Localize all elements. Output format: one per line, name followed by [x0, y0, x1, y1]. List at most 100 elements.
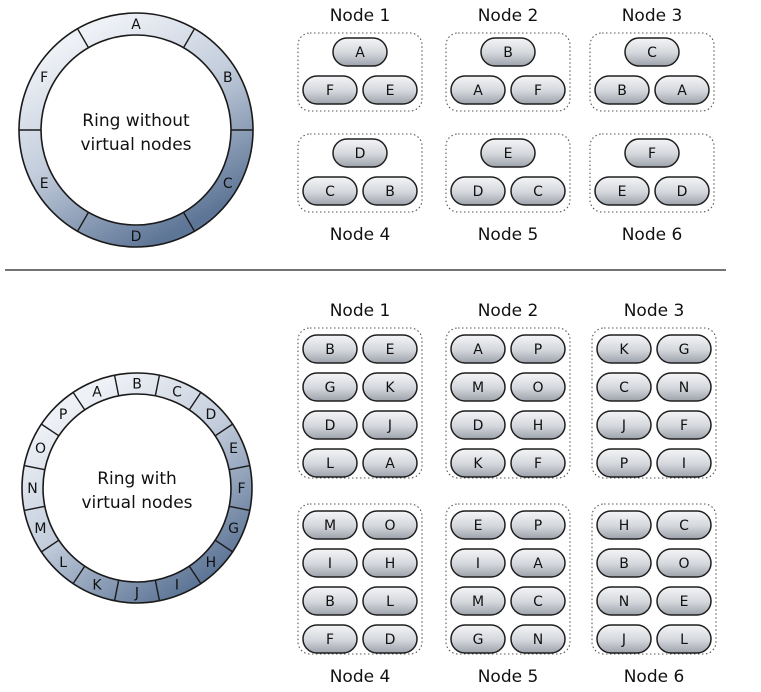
vnode-token-shape: [510, 548, 566, 578]
ring-segment-label: A: [92, 384, 102, 400]
vnode-token-label: L: [386, 594, 394, 610]
vnode-token-label: E: [680, 594, 689, 610]
vnode-token: D: [450, 176, 506, 206]
vnode-token-shape: [594, 75, 650, 105]
ring-segment-label: L: [59, 555, 67, 571]
vnode-token-shape: [302, 410, 358, 440]
vnode-token-label: B: [325, 342, 335, 358]
ring-boundary: [24, 505, 45, 512]
vnode-token: I: [450, 548, 506, 578]
node-3: CB A Node 3: [589, 6, 715, 112]
vnode-token-label: I: [682, 456, 686, 472]
vnode-token: H: [362, 548, 418, 578]
vnode-token: P: [510, 334, 566, 364]
vnode-token-label: C: [679, 518, 689, 534]
vnode-token-shape: [362, 586, 418, 616]
vnode-token-label: L: [680, 632, 688, 648]
vnode-token-shape: [450, 176, 506, 206]
vnode-token-label: K: [473, 456, 483, 472]
vnode-token: F: [302, 75, 358, 105]
vnode-token: C: [624, 37, 680, 67]
vnode-token-label: E: [618, 184, 627, 200]
vnode-token-label: M: [472, 380, 484, 396]
ring-segment-label: G: [228, 521, 239, 537]
vnode-token-shape: [654, 75, 710, 105]
vnode-token-label: K: [385, 380, 395, 396]
vnode-token-label: A: [677, 83, 687, 99]
vnode-token-shape: [594, 176, 650, 206]
vnode-token-shape: [656, 510, 712, 540]
vnode-token-shape: [510, 448, 566, 478]
vnode-token: C: [302, 176, 358, 206]
ring-segment-label: H: [206, 555, 217, 571]
node-title: Node 3: [622, 6, 683, 26]
vnode-token-label: C: [325, 184, 335, 200]
vnode-token: N: [510, 624, 566, 654]
vnode-token: O: [656, 548, 712, 578]
vnode-token-shape: [510, 75, 566, 105]
vnode-token-shape: [596, 372, 652, 402]
vnode-token-shape: [656, 586, 712, 616]
vnode-token-shape: [480, 37, 536, 67]
ring-boundary: [154, 580, 161, 601]
vnode-token-label: F: [534, 83, 542, 99]
vnode-token: C: [596, 372, 652, 402]
vnode-token-label: B: [617, 83, 627, 99]
vnode-token: E: [362, 75, 418, 105]
vnode-token-label: B: [385, 184, 395, 200]
vnode-token: B: [362, 176, 418, 206]
vnode-token-label: M: [324, 518, 336, 534]
vnode-token: K: [362, 372, 418, 402]
vnode-token: A: [362, 448, 418, 478]
node-title: Node 2: [478, 6, 539, 26]
node-title: Node 4: [330, 225, 391, 245]
vnode-token-shape: [596, 548, 652, 578]
vnode-token: F: [510, 448, 566, 478]
node-box: [591, 503, 717, 655]
vnode-token: G: [656, 334, 712, 364]
vnode-token-shape: [450, 410, 506, 440]
vnode-token-shape: [302, 510, 358, 540]
ring-segment-label: F: [237, 481, 245, 497]
vnode-token-label: I: [328, 556, 332, 572]
ring-segment-label: B: [223, 70, 233, 86]
vnode-token-label: A: [533, 556, 543, 572]
vnode-token-label: F: [534, 456, 542, 472]
vnode-token: D: [450, 410, 506, 440]
vnode-token: P: [510, 510, 566, 540]
vnode-token-shape: [596, 410, 652, 440]
ring-boundary: [40, 423, 60, 437]
vnode-token-label: E: [504, 146, 513, 162]
vnode-token-shape: [510, 372, 566, 402]
node-title: Node 2: [478, 301, 539, 321]
vnode-token-label: N: [619, 594, 629, 610]
vnode-token-label: A: [473, 83, 483, 99]
ring-label-line1: Ring with: [97, 469, 177, 489]
ring-segment-label: D: [131, 229, 142, 245]
ring-band: [22, 373, 252, 603]
vnode-token: F: [302, 624, 358, 654]
vnode-token-shape: [362, 372, 418, 402]
vnode-token-shape: [656, 548, 712, 578]
vnode-token: D: [654, 176, 710, 206]
vnode-token-label: A: [385, 456, 395, 472]
vnode-token-shape: [656, 372, 712, 402]
ring-boundary: [113, 580, 120, 601]
vnode-token-label: G: [473, 632, 484, 648]
ring-segment-label: C: [223, 176, 233, 192]
vnode-token-shape: [654, 176, 710, 206]
vnode-token-label: N: [533, 632, 543, 648]
vnode-token-label: B: [325, 594, 335, 610]
node-title: Node 4: [330, 667, 391, 687]
vnode-token-shape: [510, 176, 566, 206]
vnode-token-shape: [302, 372, 358, 402]
vnode-token: M: [302, 510, 358, 540]
vnode-token-shape: [362, 75, 418, 105]
node-box: [297, 327, 423, 479]
vnode-token: N: [656, 372, 712, 402]
